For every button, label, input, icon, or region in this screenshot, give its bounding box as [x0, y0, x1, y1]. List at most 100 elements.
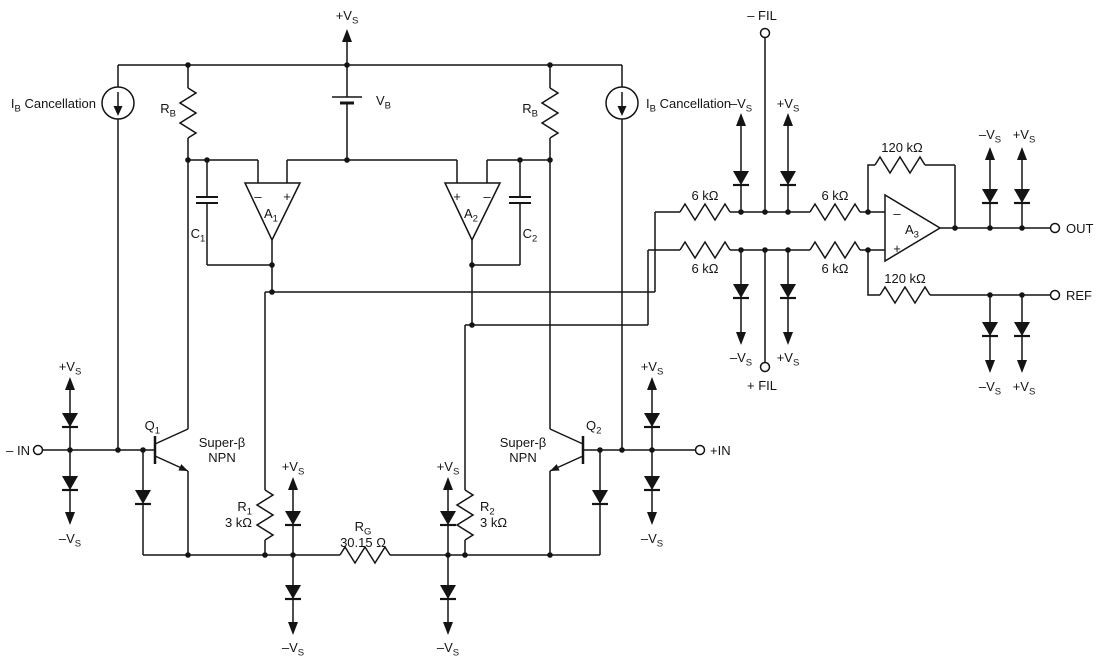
supply-arrow-icon	[288, 477, 298, 490]
diode	[731, 169, 751, 187]
120k-ref-value: 120 kΩ	[884, 271, 926, 286]
r1-resistor	[256, 489, 274, 541]
diode	[283, 583, 303, 601]
wire	[42, 65, 656, 555]
a3-plus-mark: +	[893, 241, 901, 256]
ib-cancellation-source-left	[101, 86, 135, 120]
supply-arrow-icon	[443, 622, 453, 635]
supply-arrow-icon	[443, 477, 453, 490]
ref-label: REF	[1066, 288, 1092, 303]
120k-feedback-value: 120 kΩ	[881, 140, 923, 155]
vs-neg-label: –VS	[59, 531, 81, 550]
supply-arrow-icon	[342, 29, 352, 42]
diode	[980, 320, 1000, 338]
diode	[133, 488, 153, 506]
6k-resistor-top-right	[809, 203, 861, 221]
6k-bottom-right-value: 6 kΩ	[821, 261, 848, 276]
vb-label: VB	[376, 93, 391, 112]
vs-pos-label: +VS	[1013, 379, 1036, 398]
rb-left-label: RB	[160, 101, 176, 120]
labels: +VS VB RB RB IB Cancellation IB Cancella…	[6, 8, 1093, 659]
supply-arrow-icon	[647, 512, 657, 525]
supply-arrow-icon	[736, 113, 746, 126]
q2-label: Q2	[586, 418, 601, 437]
r2-label: R2	[480, 499, 495, 518]
supply-arrow-icon	[1017, 360, 1027, 373]
supply-arrow-icon	[65, 377, 75, 390]
c2-capacitor	[508, 196, 532, 204]
vs-pos-label: +VS	[641, 359, 664, 378]
q1-super-beta-label: Super-β	[199, 435, 246, 450]
a2-minus-mark: –	[483, 189, 491, 204]
r1-value: 3 kΩ	[225, 515, 252, 530]
junction-dots	[67, 62, 1025, 558]
diode	[778, 169, 798, 187]
vb-battery	[330, 95, 364, 105]
120k-ref-resistor	[879, 286, 931, 304]
supply-arrow-icon	[783, 113, 793, 126]
supply-arrow-icon	[647, 377, 657, 390]
a2-label: A2	[464, 206, 478, 225]
in-neg-label: – IN	[6, 443, 30, 458]
diode	[642, 411, 662, 429]
a3-label: A3	[905, 222, 919, 241]
rb-left-resistor	[179, 87, 197, 139]
a1-minus-mark: –	[254, 189, 262, 204]
rg-label: RG	[355, 519, 372, 538]
vs-neg-label: –VS	[730, 350, 752, 369]
r2-value: 3 kΩ	[480, 515, 507, 530]
diode	[778, 282, 798, 300]
6k-top-right-value: 6 kΩ	[821, 188, 848, 203]
fil-pos-terminal	[759, 361, 771, 373]
a1-opamp	[243, 182, 302, 242]
vs-neg-label: –VS	[282, 640, 304, 659]
a1-label: A1	[264, 206, 278, 225]
supply-arrow-icon	[783, 332, 793, 345]
q2-transistor	[548, 427, 585, 473]
vs-neg-label: –VS	[979, 379, 1001, 398]
vs-neg-label: –VS	[437, 640, 459, 659]
vs-neg-label: –VS	[641, 531, 663, 550]
fil-neg-terminal	[759, 27, 771, 39]
6k-resistor-top-left	[679, 203, 731, 221]
diode	[1012, 320, 1032, 338]
vs-neg-label: –VS	[730, 96, 752, 115]
vs-neg-label: –VS	[979, 127, 1001, 146]
fil-neg-label: – FIL	[747, 8, 777, 23]
diode	[642, 474, 662, 492]
in-pos-terminal	[694, 444, 706, 456]
supply-arrow-icon	[736, 332, 746, 345]
out-terminal	[1049, 222, 1061, 234]
diode	[1012, 187, 1032, 205]
diode	[590, 488, 610, 506]
q2-super-beta-label: Super-β	[500, 435, 547, 450]
r1-label: R1	[237, 499, 252, 518]
c2-label: C2	[523, 226, 538, 245]
vs-pos-label: +VS	[59, 359, 82, 378]
ref-terminal	[1049, 289, 1061, 301]
rg-value: 30.15 Ω	[340, 535, 386, 550]
r2-resistor	[456, 489, 474, 541]
120k-feedback-resistor	[874, 156, 926, 174]
in-neg-terminal	[32, 444, 44, 456]
vs-pos-label: +VS	[437, 459, 460, 478]
diode	[438, 509, 458, 527]
6k-resistor-bottom-right	[809, 241, 861, 259]
diode	[980, 187, 1000, 205]
c1-label: C1	[191, 226, 206, 245]
diode	[60, 474, 80, 492]
supply-arrow-icon	[985, 360, 995, 373]
rb-right-resistor	[541, 87, 559, 139]
a3-opamp	[884, 193, 942, 263]
vs-pos-label: +VS	[336, 8, 359, 27]
diode	[438, 583, 458, 601]
a2-plus-mark: +	[453, 189, 461, 204]
in-pos-label: +IN	[710, 443, 731, 458]
ib-cancellation-right-label: IB Cancellation	[646, 96, 731, 115]
6k-top-left-value: 6 kΩ	[691, 188, 718, 203]
a1-plus-mark: +	[283, 189, 291, 204]
supply-arrow-icon	[985, 147, 995, 160]
out-label: OUT	[1066, 221, 1094, 236]
q2-npn-label: NPN	[509, 450, 536, 465]
